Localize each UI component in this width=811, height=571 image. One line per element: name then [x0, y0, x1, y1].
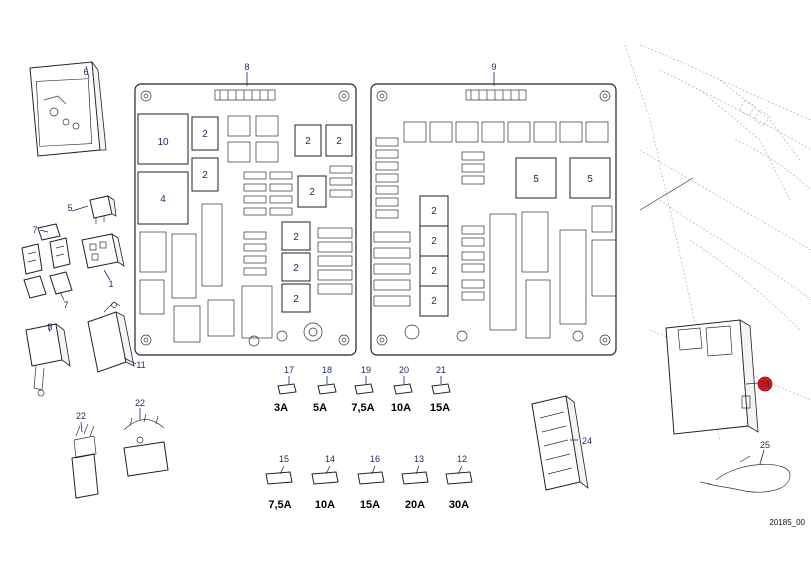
part-1-relay-base: [81, 233, 125, 269]
relay-2-c: [294, 124, 322, 157]
relay-2-a-label: 2: [202, 129, 208, 140]
fuse-num-18: 18: [322, 365, 332, 375]
fuse-amp-5a: 5A: [313, 402, 327, 414]
fuse-amp-7-5a: 7,5A: [351, 402, 374, 414]
relay-2-f-label: 2: [293, 232, 299, 243]
callout-25: 25: [760, 440, 770, 450]
relay-2-e: [297, 175, 327, 208]
part-23-control-module: [665, 319, 759, 435]
fuse-amp-7-5a-b: 7,5A: [268, 499, 291, 511]
fuse-num-20: 20: [399, 365, 409, 375]
leader-lines: [39, 65, 765, 475]
relay-10: [137, 113, 189, 165]
callout-8: 8: [244, 62, 249, 72]
callout-24: 24: [582, 436, 592, 446]
relay-4-label: 4: [160, 194, 166, 205]
board-8-fuse-column-a: [243, 171, 267, 276]
relay-2-l-label: 2: [431, 296, 437, 307]
part-25-cable: [699, 455, 791, 493]
fuse-amp-3a: 3A: [274, 402, 288, 414]
fuse-amp-15a-b: 15A: [360, 499, 380, 511]
callout-9: 9: [491, 62, 496, 72]
callout-22-left: 22: [76, 411, 86, 421]
part-6-gauge: [29, 60, 107, 157]
callout-22-right: 22: [135, 398, 145, 408]
fuse-num-12: 12: [457, 454, 467, 464]
callout-7-bottom: 7: [63, 300, 68, 310]
relay-5-a: [515, 157, 557, 199]
callout-1: 1: [108, 279, 113, 289]
relay-2-d-label: 2: [336, 136, 342, 147]
relay-10-label: 10: [157, 137, 169, 148]
relay-2-k-label: 2: [431, 266, 437, 277]
callout-6: 6: [83, 67, 88, 77]
callout-5: 5: [67, 203, 72, 213]
board-9-left-fuses: [373, 137, 411, 307]
relay-5-b: [569, 157, 611, 199]
fuse-amp-15a: 15A: [430, 402, 450, 414]
fuse-num-17: 17: [284, 365, 294, 375]
callout-11: 11: [136, 360, 145, 370]
relay-2-h: [281, 283, 311, 313]
drawing-reference-code: 20185_00: [769, 518, 805, 527]
relay-2-l: [419, 285, 449, 317]
fuse-amp-10a-b: 10A: [315, 499, 335, 511]
board-9-top-sockets: [403, 121, 609, 143]
relay-2-f: [281, 221, 311, 251]
relay-2-j-label: 2: [431, 236, 437, 247]
fuse-icons-bottom: [265, 471, 473, 485]
callout-23-highlight[interactable]: 23: [757, 376, 773, 392]
fuse-num-21: 21: [436, 365, 446, 375]
fusebox-board-8: [134, 83, 357, 356]
fuse-amp-30a: 30A: [449, 499, 469, 511]
relay-2-c-label: 2: [305, 136, 311, 147]
fuse-amp-10a: 10A: [391, 402, 411, 414]
relay-4: [137, 171, 189, 225]
callout-23: 23: [761, 380, 770, 389]
fusebox-board-9: [370, 83, 617, 356]
callout-7-top: 7: [32, 225, 37, 235]
relay-2-g-label: 2: [293, 263, 299, 274]
fuse-icons-top: [277, 383, 451, 395]
relay-2-h-label: 2: [293, 294, 299, 305]
relay-2-e-label: 2: [309, 187, 315, 198]
board-8-fuse-column-b: [269, 165, 353, 216]
relay-5-b-label: 5: [587, 174, 593, 185]
relay-2-a: [191, 116, 219, 151]
part-22-connector-b: [123, 413, 169, 477]
relay-5-a-label: 5: [533, 174, 539, 185]
part-5-relay: [89, 195, 117, 224]
vehicle-ghost-outline: [624, 44, 811, 441]
board-8-maxi-fuses: [317, 227, 353, 295]
fuse-num-14: 14: [325, 454, 335, 464]
fuse-num-15: 15: [279, 454, 289, 464]
fuse-amp-20a: 20A: [405, 499, 425, 511]
relay-2-b-label: 2: [202, 170, 208, 181]
part-24-relay-block: [531, 395, 589, 491]
part-3-relay-bracket: [25, 323, 71, 397]
fuse-num-13: 13: [414, 454, 424, 464]
board-9-mid-fuses: [461, 151, 485, 301]
relay-2-g: [281, 252, 311, 282]
relay-2-b: [191, 157, 219, 192]
part-22-connector-a: [71, 423, 99, 499]
fuse-num-16: 16: [370, 454, 380, 464]
part-7-fuse-holders: [21, 223, 73, 299]
relay-2-d: [325, 124, 353, 157]
part-11-flasher: [87, 301, 135, 373]
callout-3: 3: [47, 322, 52, 332]
fuse-num-19: 19: [361, 365, 371, 375]
ghost-lead: [639, 177, 694, 211]
relay-2-k: [419, 255, 449, 287]
relay-2-i-label: 2: [431, 206, 437, 217]
